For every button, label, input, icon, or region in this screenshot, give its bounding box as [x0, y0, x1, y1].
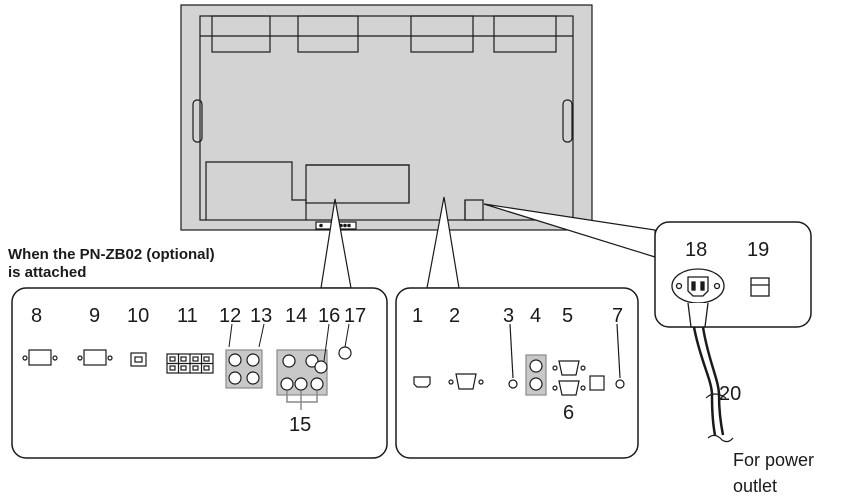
monitor-inner-panel	[199, 15, 574, 221]
callout-4: 4	[530, 305, 541, 327]
terminal-2-d-sub-port	[448, 373, 484, 390]
power-note-line-2: outlet	[733, 476, 777, 496]
callout-9: 9	[89, 305, 100, 327]
callout-13: 13	[250, 305, 272, 327]
caption-line-2: is attached	[8, 264, 86, 281]
callout-16: 16	[318, 305, 340, 327]
callout-11: 11	[177, 305, 198, 327]
callout-5: 5	[562, 305, 573, 327]
callout-19: 19	[747, 239, 769, 261]
callout-8: 8	[31, 305, 42, 327]
terminal-8-dvi-port	[22, 349, 58, 366]
terminal-7-jack	[615, 323, 625, 389]
callout-20: 20	[719, 383, 741, 405]
terminal-11-connector-block	[166, 353, 214, 374]
power-note-line-1: For power	[733, 450, 814, 470]
terminal-19-main-power-switch	[750, 277, 770, 297]
callout-2: 2	[449, 305, 460, 327]
callout-10: 10	[127, 305, 149, 327]
small-square-port	[589, 375, 605, 391]
callout-3: 3	[503, 305, 514, 327]
callout-12: 12	[219, 305, 241, 327]
terminal-6-rs232c-out	[552, 380, 586, 396]
callout-6: 6	[563, 402, 574, 424]
callout-1: 1	[412, 305, 423, 327]
left-handle	[192, 99, 203, 143]
callout-18: 18	[685, 239, 707, 261]
main-terminal-panel: 1 2 3 4 5 7 6	[395, 287, 639, 459]
terminal-18-ac-inlet	[671, 268, 725, 304]
monitor-rear-view	[180, 4, 593, 231]
caption-line-1: When the PN-ZB02 (optional)	[8, 246, 215, 263]
terminal-17-mini-din	[338, 346, 352, 360]
monitor-body	[180, 4, 593, 231]
callout-7: 7	[612, 305, 623, 327]
terminal-3-audio-jack	[508, 323, 518, 389]
right-handle	[562, 99, 573, 143]
terminal-9-dvi-port	[77, 349, 113, 366]
terminal-1-hdmi-port	[413, 376, 431, 388]
power-cord	[687, 302, 734, 443]
optional-terminal-panel: 8 9 10 11 12 13 14 16 17 15	[11, 287, 388, 459]
terminal-5-rs232c-in	[552, 360, 586, 376]
callout-14: 14	[285, 305, 307, 327]
terminal-16-jack	[314, 360, 328, 374]
terminal-4-audio-jacks	[525, 354, 547, 396]
bracket-15	[286, 391, 318, 410]
power-terminal-panel: 18 19	[654, 221, 812, 328]
callout-17: 17	[344, 305, 366, 327]
terminals-12-13-audio-jacks	[225, 349, 263, 389]
terminal-10-lan-port	[130, 352, 147, 367]
callout-15: 15	[289, 414, 311, 436]
